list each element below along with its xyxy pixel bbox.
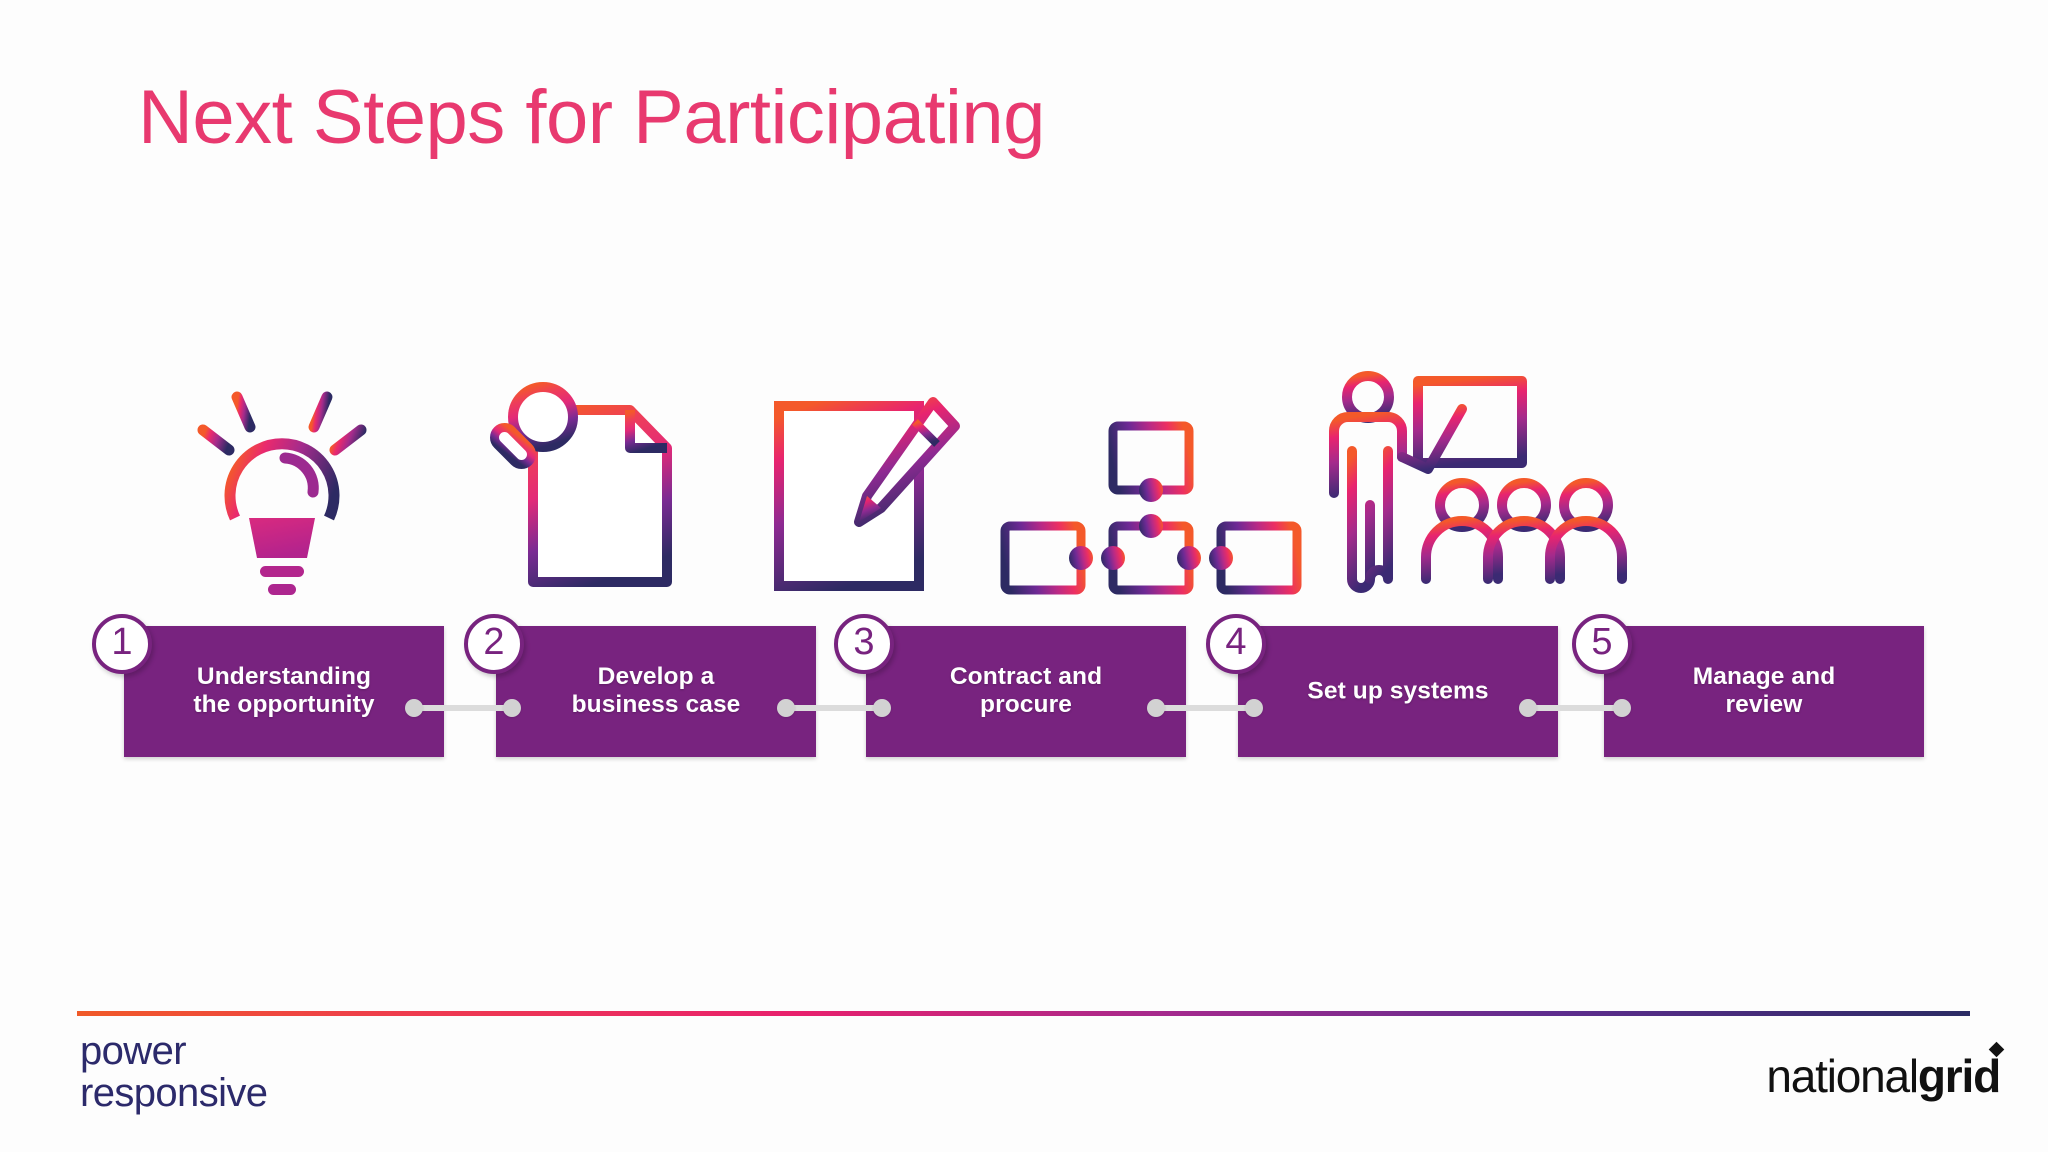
step-label-3: Contract and procure [866,663,1186,721]
step-label-2-line1: Develop a [597,662,715,690]
national-grid-light-text: national [1766,1050,1919,1102]
step-badge-4[interactable]: 4 [1206,614,1266,674]
page-title: Next Steps for Participating [138,75,1045,160]
connector-dot-right [503,699,521,717]
step-label-3-line2: procure [980,691,1072,719]
power-responsive-logo: power responsive [80,1029,268,1115]
connector-dot-left [777,699,795,717]
step-box-2[interactable]: Develop a business case [496,626,816,757]
presenter-audience-icon [1290,340,1650,600]
lightbulb-icon [122,340,442,600]
footer-divider [77,1011,1970,1016]
step-label-4-line1: Set up systems [1307,677,1489,705]
step-label-1-line1: Understanding [196,662,372,690]
step-label-1-line2: the opportunity [193,691,375,719]
step-box-1[interactable]: Understanding the opportunity [124,626,444,757]
step-number-3: 3 [853,621,875,663]
step-number-5: 5 [1591,621,1613,663]
connector-dot-right [1613,699,1631,717]
power-responsive-line1: power [80,1029,187,1073]
step-label-5-line2: review [1725,691,1803,719]
connector-dot-right [1245,699,1263,717]
step-connector-2-3 [777,699,891,717]
step-box-4[interactable]: Set up systems [1238,626,1558,757]
network-nodes-icon [985,340,1315,600]
connector-bar [414,705,512,711]
step-connector-4-5 [1519,699,1631,717]
step-label-2-line2: business case [571,691,741,719]
step-label-1: Understanding the opportunity [124,663,444,721]
connector-dot-left [1519,699,1537,717]
step-number-1: 1 [111,621,133,663]
step-badge-3[interactable]: 3 [834,614,894,674]
national-grid-bold-text: grid [1917,1050,2001,1102]
step-box-3[interactable]: Contract and procure [866,626,1186,757]
document-pencil-icon [700,340,1020,600]
connector-dot-left [405,699,423,717]
step-connector-3-4 [1147,699,1263,717]
step-connector-1-2 [405,699,521,717]
national-grid-logo: nationalgrid [1766,1050,2001,1102]
connector-bar [1528,705,1622,711]
step-box-5[interactable]: Manage and review [1604,626,1924,757]
step-label-2: Develop a business case [496,663,816,721]
connector-dot-left [1147,699,1165,717]
power-responsive-line2: responsive [80,1071,268,1115]
step-badge-5[interactable]: 5 [1572,614,1632,674]
step-badge-2[interactable]: 2 [464,614,524,674]
connector-dot-right [873,699,891,717]
icon-row [0,340,2048,600]
connector-bar [1156,705,1254,711]
step-label-3-line1: Contract and [949,662,1103,690]
steps-row: Understanding the opportunity 1 Develop … [0,614,2048,766]
step-number-2: 2 [483,621,505,663]
step-label-4: Set up systems [1238,677,1558,706]
step-badge-1[interactable]: 1 [92,614,152,674]
document-magnifier-icon [420,340,740,600]
step-label-5: Manage and review [1604,663,1924,721]
connector-bar [786,705,882,711]
step-label-5-line1: Manage and [1692,662,1836,690]
step-number-4: 4 [1225,621,1247,663]
